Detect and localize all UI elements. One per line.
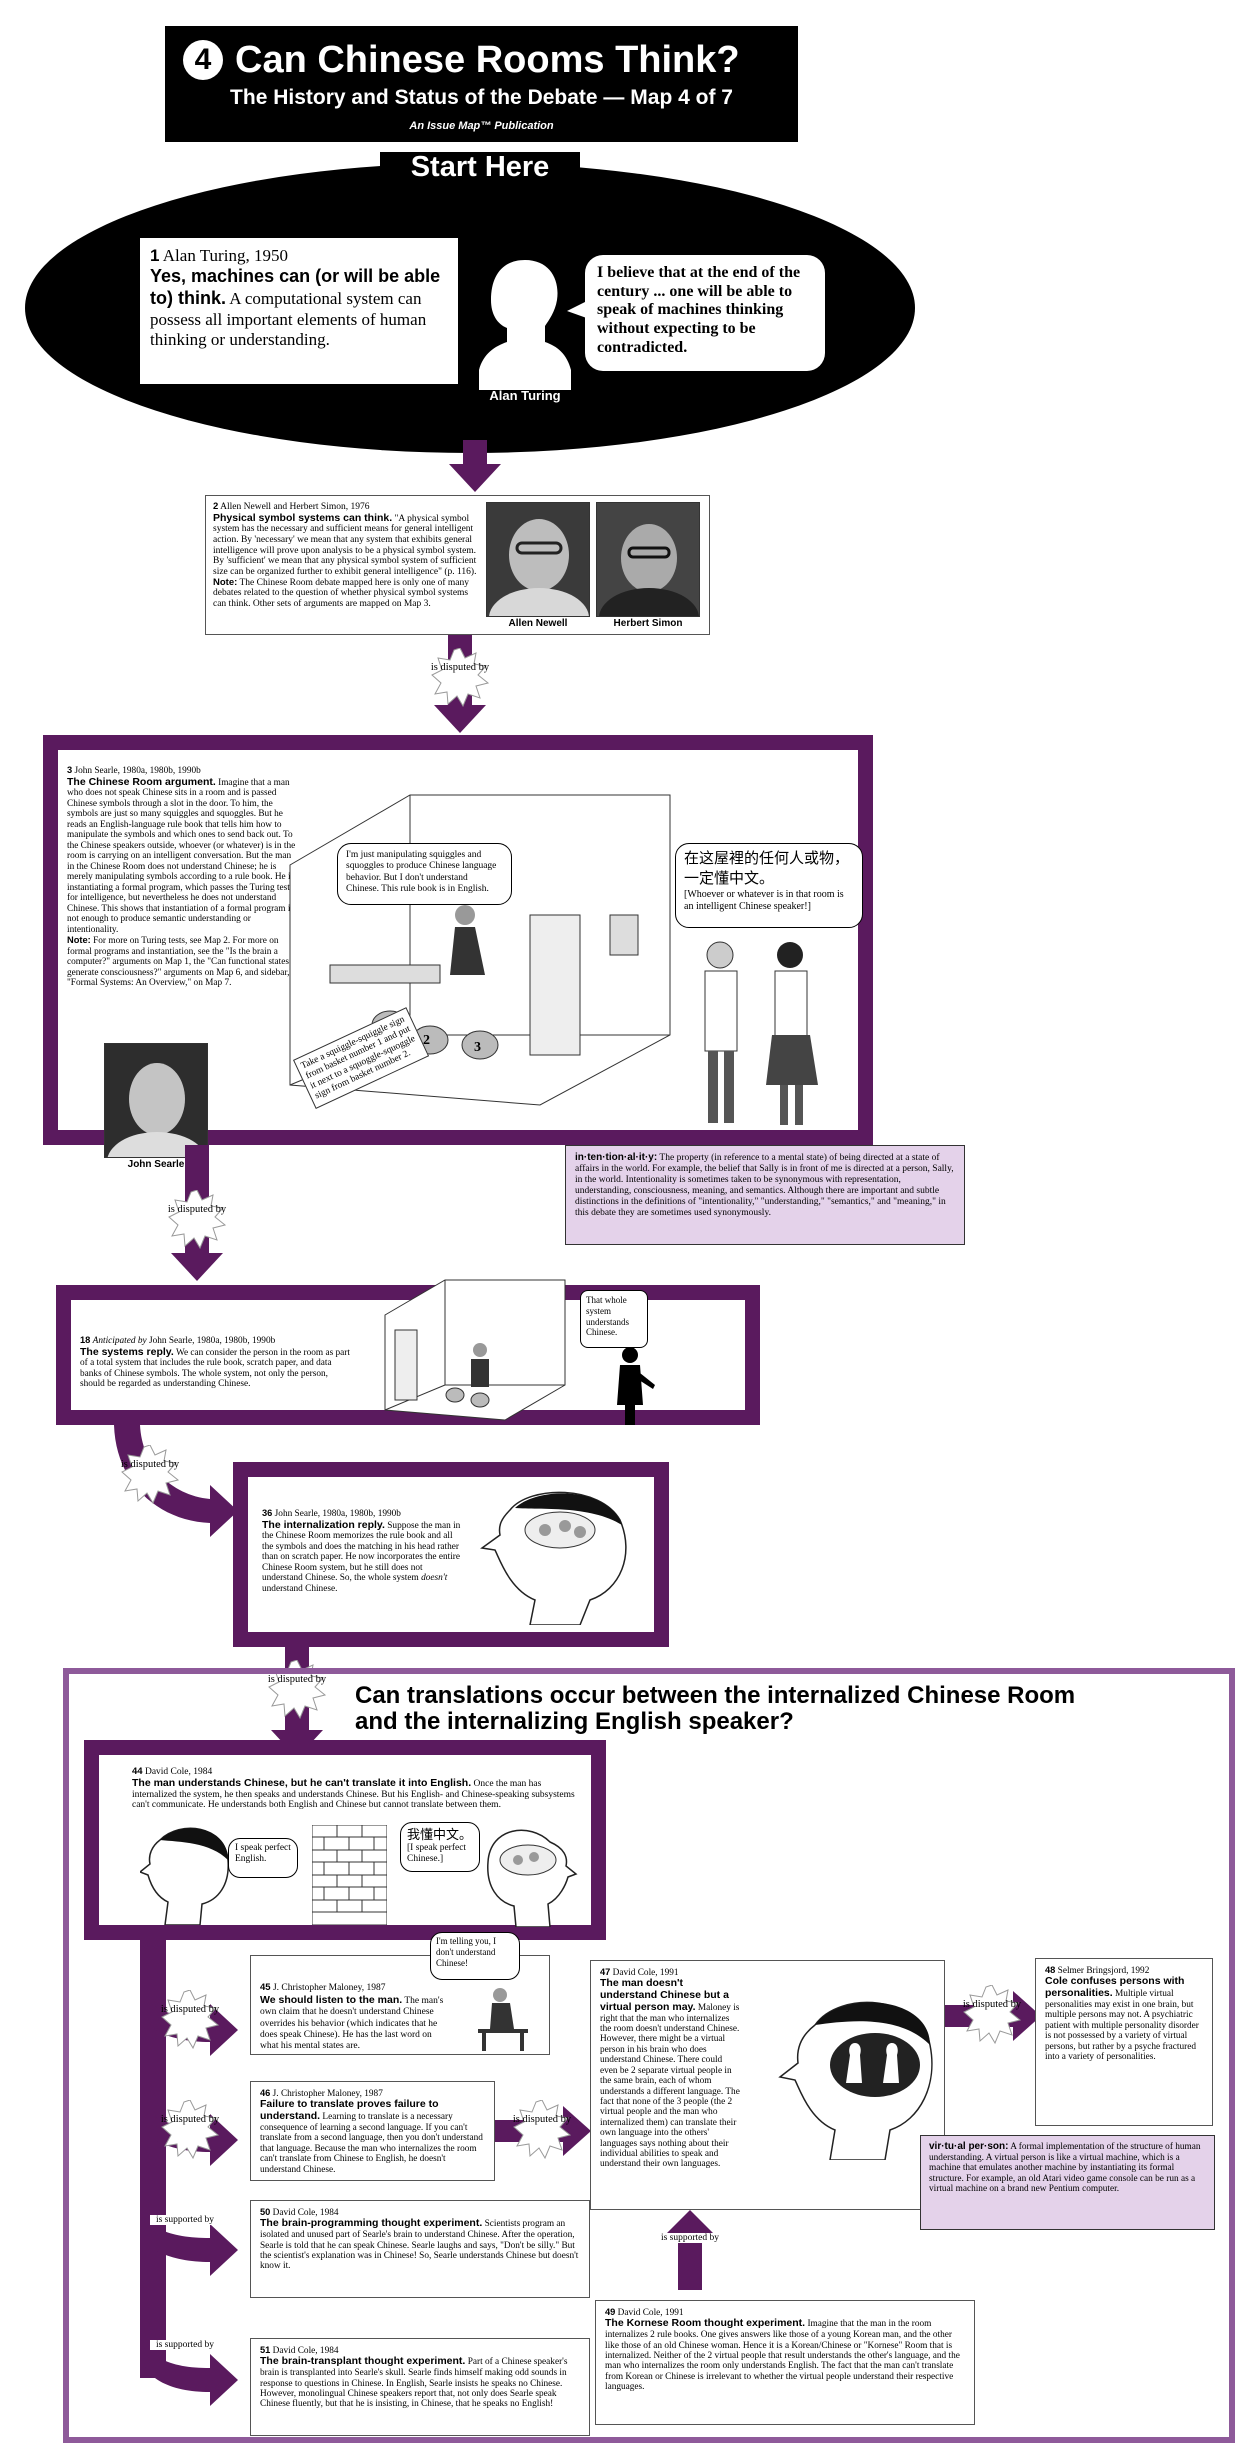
- claim-18-headline: The systems reply.: [80, 1345, 174, 1358]
- turing-caption: Alan Turing: [489, 388, 561, 403]
- photo-allen-newell: [486, 502, 590, 617]
- man-thought-bubble: I'm just manipulating squiggles and squo…: [337, 843, 512, 905]
- claim-text-44: 44 David Cole, 1984 The man understands …: [132, 1766, 575, 1811]
- caption-allen-newell: Allen Newell: [508, 618, 568, 629]
- disputed-label-46-47: is disputed by: [512, 2100, 572, 2160]
- claim-box-46: 46 J. Christopher Maloney, 1987 Failure …: [250, 2081, 495, 2181]
- disputed-label-47-48: is disputed by: [962, 1985, 1022, 2045]
- supported-label-44-51: is supported by: [150, 2340, 220, 2350]
- basket-3-label: 3: [474, 1040, 481, 1055]
- bubble-tail: [567, 297, 595, 321]
- disputed-label-18-36: is disputed by: [120, 1445, 180, 1505]
- claim-45-headline: We should listen to the man.: [260, 1994, 403, 2007]
- claim-box-47: 47 David Cole, 1991 The man doesn't unde…: [590, 1960, 945, 2210]
- basket-2-label: 2: [423, 1033, 430, 1048]
- systems-speaker-silhouette: [617, 1347, 655, 1425]
- chinese-speakers-bubble: 在这屋裡的任何人或物，一定懂中文。 [Whoever or whatever i…: [675, 843, 863, 928]
- claim-text-36: 36 John Searle, 1980a, 1980b, 1990b The …: [262, 1508, 461, 1594]
- systems-room-illustration: [384, 1279, 566, 1421]
- desk-man-illustration: [478, 1988, 528, 2051]
- photo-john-searle: [104, 1043, 208, 1158]
- brick-wall-illustration: [312, 1825, 387, 1925]
- trunk-arrows-44: [140, 1938, 238, 2406]
- claim-47-headline: The man doesn't understand Chinese but a…: [600, 1977, 729, 2013]
- supported-label-44-50: is supported by: [150, 2215, 220, 2225]
- claim-2-headline: Physical symbol systems can think.: [213, 511, 393, 524]
- publication-line: An Issue Map™ Publication: [409, 120, 554, 132]
- disputed-label-36-section: is disputed by: [267, 1660, 327, 1720]
- internalized-room-head-illustration: [487, 1829, 578, 1927]
- systems-reply-bubble: That whole system understands Chinese.: [580, 1290, 648, 1348]
- map-number-badge: 4: [183, 40, 223, 80]
- chinese-speech-bubble: 我懂中文。 [I speak perfect Chinese.]: [400, 1822, 480, 1872]
- map-title: Can Chinese Rooms Think?: [235, 39, 740, 81]
- english-speaker-head-illustration: [140, 1827, 229, 1925]
- english-speech-bubble: I speak perfect English.: [228, 1838, 298, 1878]
- caption-john-searle: John Searle: [127, 1159, 185, 1170]
- caption-herbert-simon: Herbert Simon: [613, 618, 683, 629]
- turing-quote-bubble: I believe that at the end of the century…: [585, 255, 825, 371]
- chinese-speakers-figures: [704, 941, 818, 1125]
- claim-44-headline: The man understands Chinese, but he can'…: [132, 1776, 472, 1789]
- section-title: Can translations occur between the inter…: [355, 1682, 1076, 1735]
- claim-1-headline: Yes, machines can (or will be able to) t…: [150, 266, 441, 308]
- title-banner: 4 Can Chinese Rooms Think? The History a…: [165, 26, 798, 142]
- disputed-label-2-3: is disputed by: [430, 648, 490, 708]
- map-subtitle: The History and Status of the Debate — M…: [230, 86, 733, 109]
- turing-silhouette-icon: [479, 260, 571, 390]
- arrow-49-to-47: [664, 2210, 716, 2290]
- claim-50-headline: The brain-programming thought experiment…: [260, 2217, 483, 2230]
- claim-box-51: 51 David Cole, 1984 The brain-transplant…: [250, 2338, 590, 2436]
- claim-51-headline: The brain-transplant thought experiment.: [260, 2355, 466, 2368]
- supported-label-47-49: is supported by: [650, 2233, 730, 2243]
- definition-intentionality: in·ten·tion·al·it·y: The property (in re…: [565, 1145, 965, 1245]
- arrow-1-to-2: [449, 440, 501, 492]
- claim-text-18: 18 Anticipated by John Searle, 1980a, 19…: [80, 1335, 350, 1390]
- claim-box-48: 48 Selmer Bringsjord, 1992 Cole confuses…: [1035, 1958, 1213, 2126]
- translation-section-frame: [63, 1668, 1235, 2443]
- claim-49-headline: The Kornese Room thought experiment.: [605, 2317, 806, 2330]
- claim-box-50: 50 David Cole, 1984 The brain-programmin…: [250, 2200, 590, 2298]
- disputed-label-44-45: is disputed by: [160, 1990, 220, 2050]
- start-here-label: Start Here: [410, 151, 550, 183]
- internalized-head-illustration: [480, 1491, 627, 1625]
- claim-48-headline: Cole confuses persons with personalities…: [1045, 1975, 1185, 2000]
- claim-46-headline: Failure to translate proves failure to u…: [260, 2098, 439, 2123]
- claim-3-headline: The Chinese Room argument.: [67, 775, 216, 788]
- definition-virtual-person: vir·tu·al per·son: A formal implementati…: [920, 2135, 1215, 2230]
- maloney-speech-bubble: I'm telling you, I don't understand Chin…: [430, 1932, 520, 1980]
- photo-herbert-simon: [596, 502, 700, 617]
- disputed-label-3-18: is disputed by: [167, 1190, 227, 1250]
- virtual-persons-head-illustration: [778, 2001, 933, 2160]
- claim-box-49: 49 David Cole, 1991 The Kornese Room tho…: [595, 2300, 975, 2425]
- claim-box-2: 2 Allen Newell and Herbert Simon, 1976 P…: [205, 495, 710, 635]
- claim-text-3: 3 John Searle, 1980a, 1980b, 1990b The C…: [67, 765, 296, 989]
- claim-36-headline: The internalization reply.: [262, 1518, 385, 1531]
- claim-box-1: 1 Alan Turing, 1950 Yes, machines can (o…: [140, 238, 458, 384]
- disputed-label-44-46: is disputed by: [160, 2100, 220, 2160]
